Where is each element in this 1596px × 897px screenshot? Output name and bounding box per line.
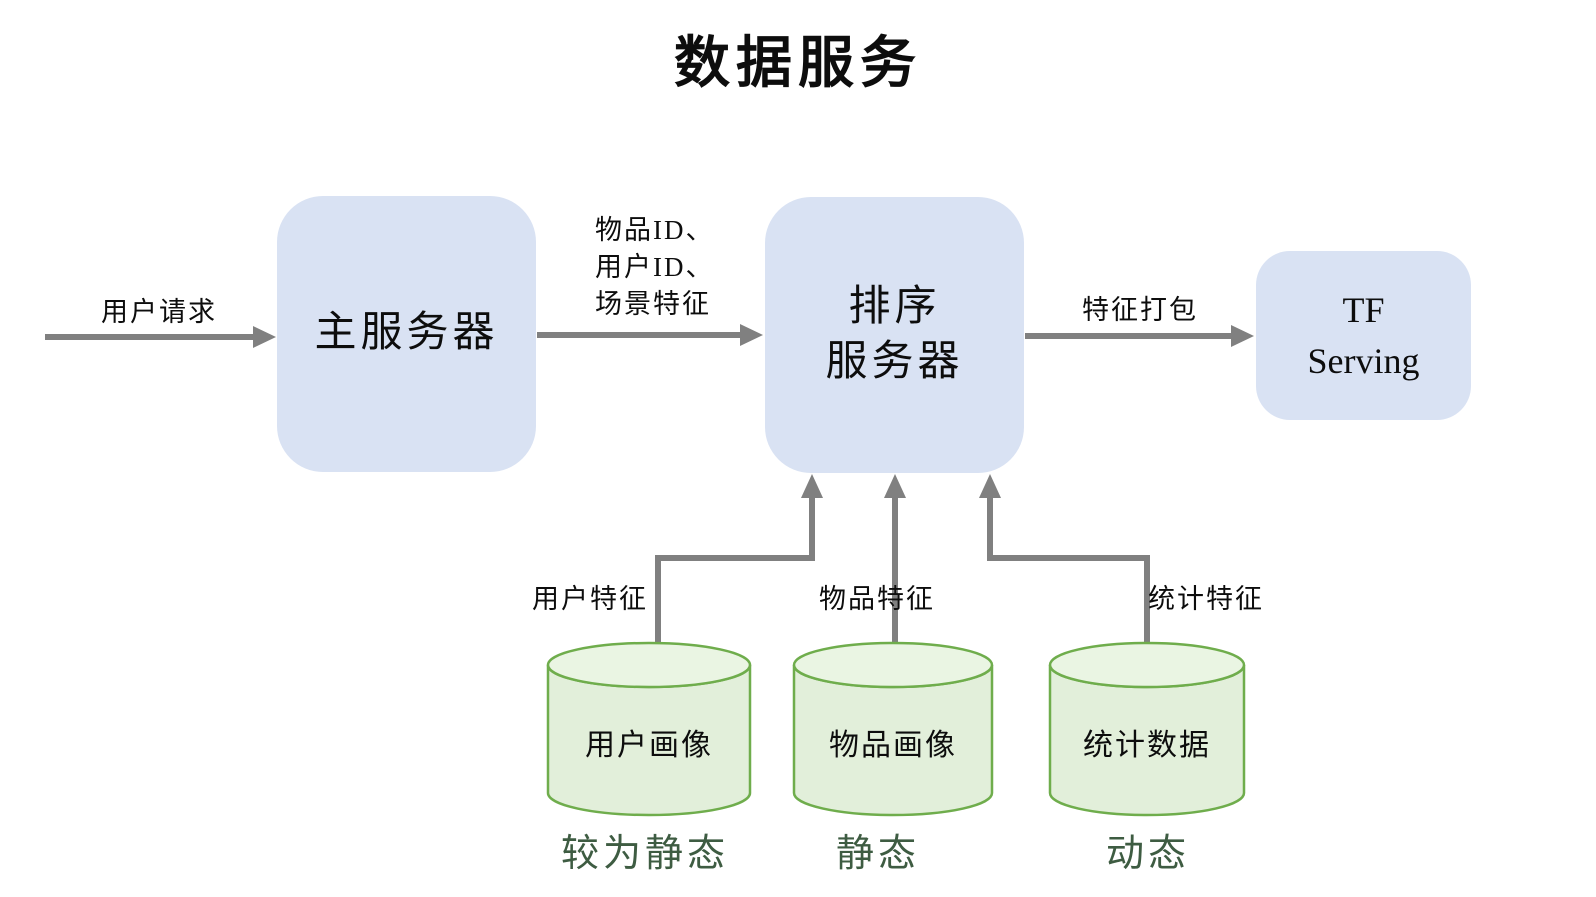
edge-label-request-payload: 物品ID、 用户ID、 场景特征	[595, 212, 715, 323]
connector-stat-features	[979, 474, 1150, 644]
connector-item-features	[884, 474, 906, 646]
cylinder-statistics	[1048, 641, 1246, 817]
state-tag-statistics: 动态	[1105, 833, 1190, 875]
edge-label-request-payload-line1: 物品ID、	[595, 215, 715, 245]
tf-serving-label-line1: TF	[1342, 290, 1385, 331]
node-main-server: 主服务器	[277, 196, 536, 472]
db-user-profile-label: 用户画像	[585, 729, 713, 762]
cylinder-user-profile	[546, 641, 752, 817]
edge-label-stat-features: 统计特征	[1148, 584, 1264, 614]
ranking-server-label-line2: 服务器	[825, 339, 964, 385]
arrow-feature-pack	[1025, 325, 1254, 347]
arrowhead-icon	[979, 474, 1001, 498]
db-item-profile-label: 物品画像	[829, 729, 957, 762]
edge-label-item-features: 物品特征	[819, 584, 935, 614]
diagram-title: 数据服务	[674, 33, 922, 95]
arrow-user-request	[45, 326, 276, 348]
connector-user-features	[655, 474, 823, 646]
edge-label-request-payload-line2: 用户ID、	[595, 252, 715, 282]
arrowhead-icon	[1231, 325, 1254, 347]
state-tag-item-profile: 静态	[835, 833, 920, 875]
ranking-server-label-line1: 排序	[848, 283, 941, 330]
arrowhead-icon	[253, 326, 276, 348]
edge-label-feature-pack: 特征打包	[1082, 295, 1198, 325]
edge-label-user-request: 用户请求	[101, 297, 217, 327]
node-tf-serving: TF Serving	[1256, 251, 1471, 420]
arrow-request-payload	[537, 324, 763, 346]
db-statistics-label: 统计数据	[1083, 729, 1211, 762]
arrowhead-icon	[740, 324, 763, 346]
cylinder-item-profile	[792, 641, 994, 817]
arrowhead-icon	[884, 474, 906, 498]
state-tag-user-profile: 较为静态	[560, 833, 729, 875]
edge-label-request-payload-line3: 场景特征	[595, 289, 711, 319]
tf-serving-label-line2: Serving	[1307, 340, 1420, 381]
main-server-label: 主服务器	[314, 310, 499, 357]
node-ranking-server: 排序 服务器	[765, 197, 1024, 473]
edge-label-user-features: 用户特征	[532, 584, 648, 614]
arrowhead-icon	[801, 474, 823, 498]
